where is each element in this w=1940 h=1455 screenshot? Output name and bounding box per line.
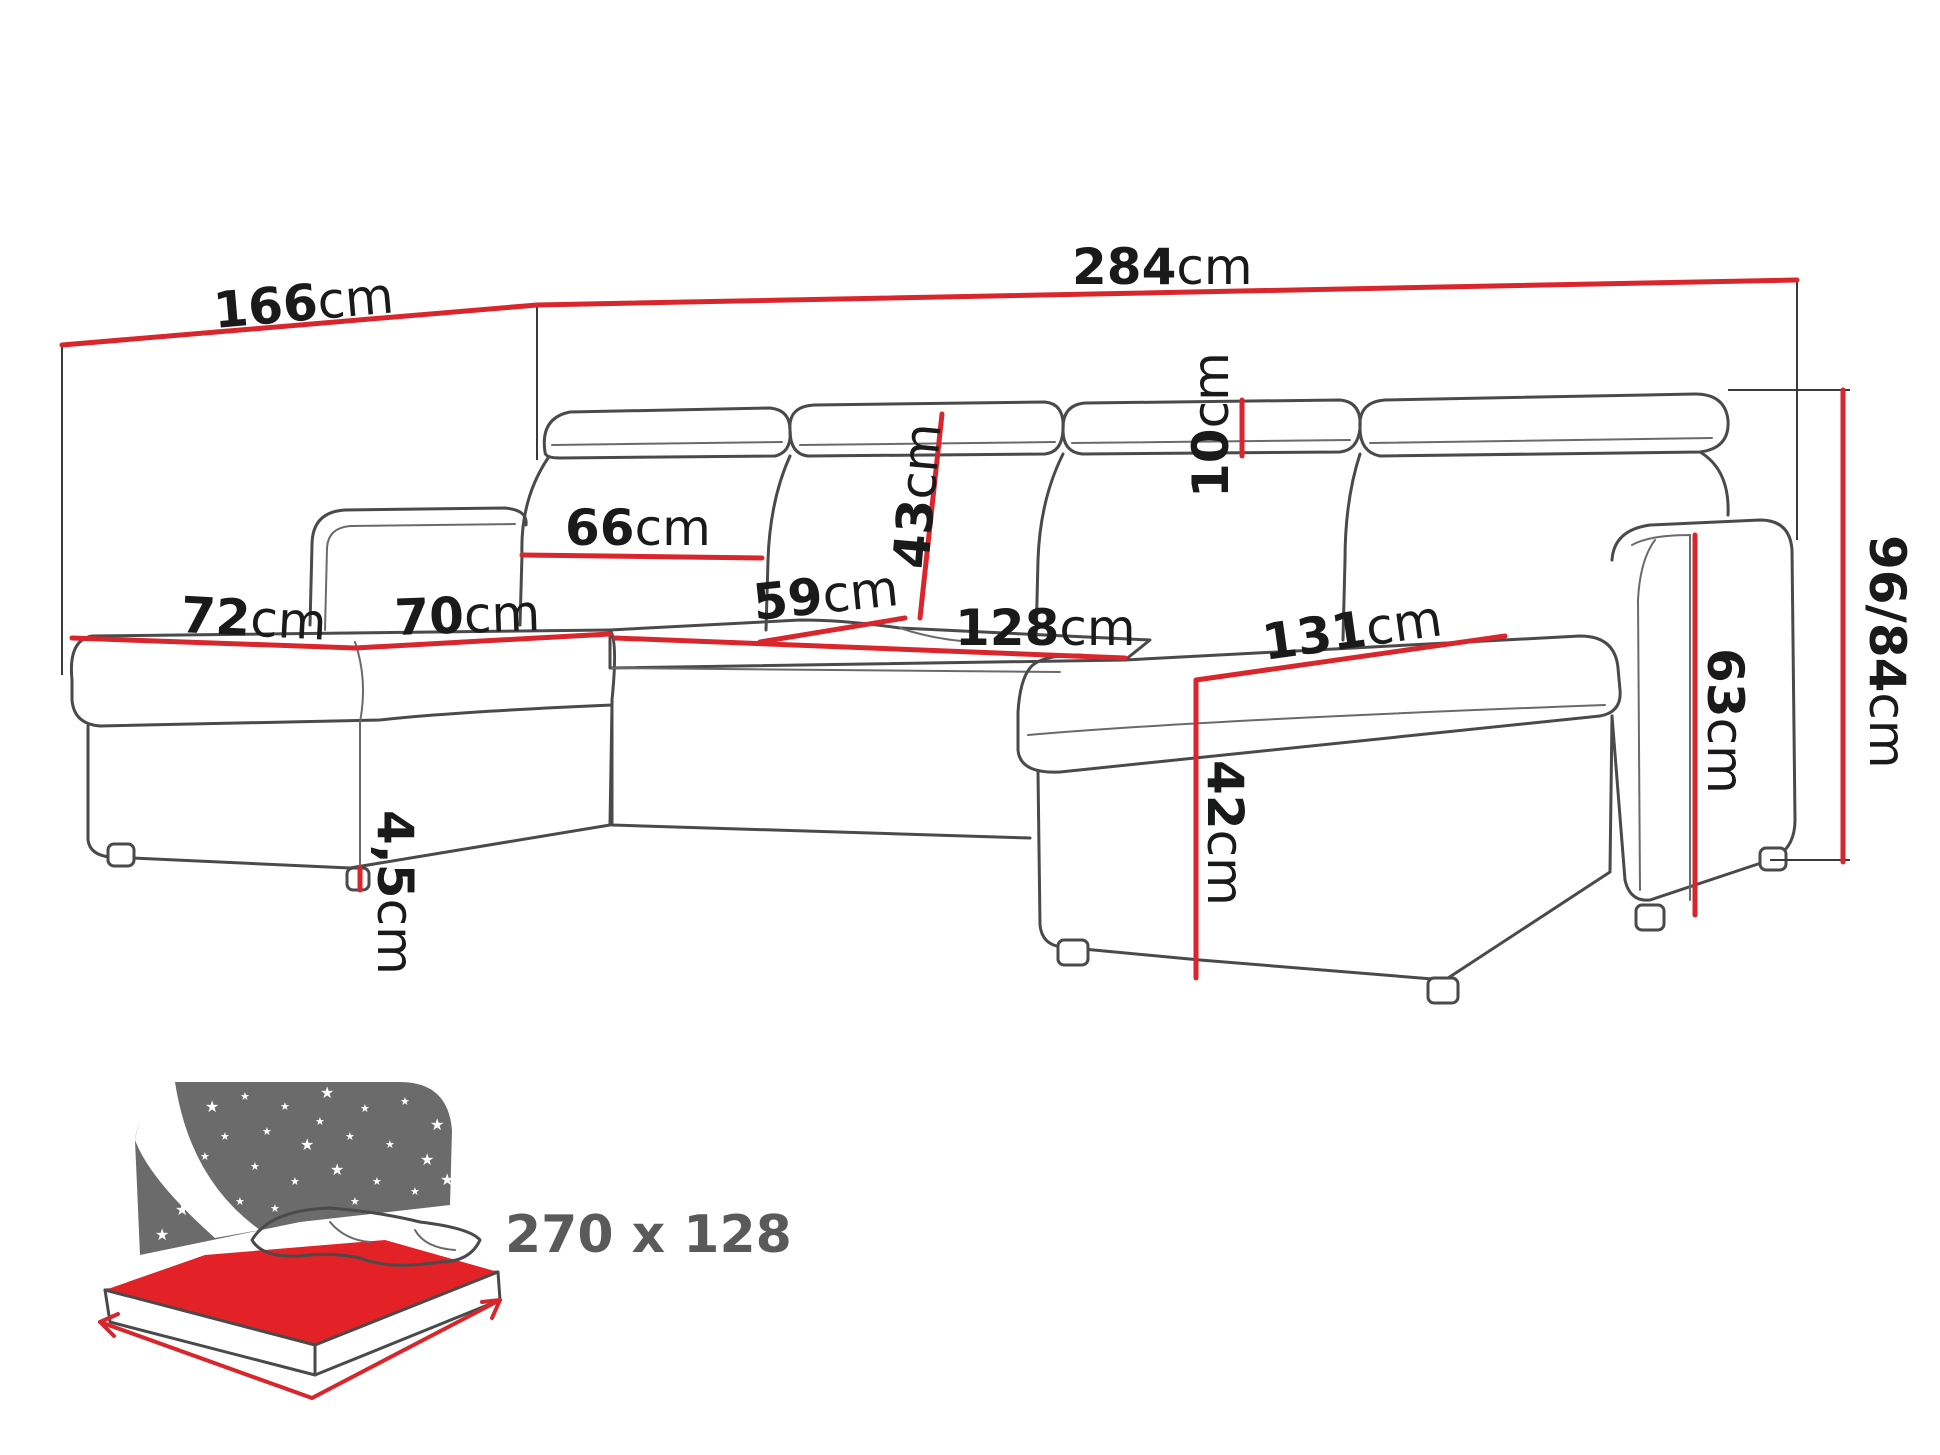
label-height: 96/84cm	[1858, 535, 1916, 769]
star-icon: ★	[240, 1090, 250, 1103]
arrow-heads	[98, 1298, 502, 1338]
star-icon: ★	[290, 1175, 300, 1188]
right-armrest	[1610, 518, 1797, 902]
star-icon: ★	[420, 1150, 434, 1169]
star-icon: ★	[160, 1160, 170, 1173]
label-headrest-height: 10cm	[1182, 352, 1240, 498]
star-icon: ★	[200, 1150, 210, 1163]
label-total-width: 284cm	[1072, 238, 1253, 296]
star-icon: ★	[220, 1130, 230, 1143]
leg	[1056, 938, 1090, 967]
star-icon: ★	[155, 1225, 169, 1244]
label-backrest-width: 66cm	[565, 499, 711, 557]
dim-line-backrest-width	[519, 552, 765, 561]
backrest	[518, 450, 1730, 642]
stars-icon: ★★★★★★★★★★★★★★★★★★★★★★★★★★★★	[155, 1083, 454, 1244]
star-icon: ★	[175, 1200, 189, 1219]
moon-icon	[135, 1082, 260, 1238]
dim-line-depth	[59, 302, 540, 348]
star-icon: ★	[315, 1115, 325, 1128]
middle-base	[610, 703, 1032, 840]
label-backrest-height: 43cm	[882, 421, 952, 571]
left-chaise-base	[86, 703, 614, 870]
headrest-4	[1358, 392, 1730, 458]
star-icon: ★	[195, 1175, 209, 1194]
star-icon: ★	[350, 1195, 360, 1208]
star-icon: ★	[262, 1125, 272, 1138]
star-icon: ★	[372, 1175, 382, 1188]
label-left-chaise-width: 72cm	[179, 586, 328, 652]
label-armrest-height: 63cm	[1696, 648, 1754, 794]
star-icon: ★	[410, 1185, 420, 1198]
star-icon: ★	[280, 1100, 290, 1113]
headrest-1	[542, 406, 792, 460]
star-icon: ★	[250, 1160, 260, 1173]
label-seat-height: 42cm	[1196, 760, 1254, 906]
dim-line-left-chaise	[69, 631, 613, 651]
star-icon: ★	[360, 1102, 370, 1115]
label-middle-seat-width: 128cm	[955, 599, 1136, 657]
dimension-labels: 284cm 166cm 96/84cm 63cm 42cm 4,5cm 10cm…	[179, 238, 1916, 975]
star-icon: ★	[270, 1202, 280, 1215]
dim-line-middle-seat-width	[612, 635, 1128, 661]
star-icon: ★	[300, 1135, 314, 1154]
leg	[1426, 976, 1460, 1005]
bed-length-arrow	[98, 1320, 314, 1400]
left-armrest	[308, 506, 528, 627]
label-right-chaise-width: 131cm	[1259, 589, 1446, 672]
label-depth: 166cm	[211, 266, 396, 340]
right-chaise-base	[1036, 714, 1614, 982]
left-chaise-seat	[69, 628, 617, 728]
dim-line-right-chaise-width	[1193, 633, 1508, 683]
star-icon: ★	[430, 1115, 444, 1134]
dim-line-seat-depth-middle	[757, 615, 908, 645]
star-icon: ★	[320, 1083, 334, 1102]
label-leg-height: 4,5cm	[366, 810, 424, 975]
star-icon: ★	[345, 1130, 355, 1143]
guide-lines	[61, 278, 1850, 861]
bed-width-arrow	[310, 1298, 502, 1400]
star-icon: ★	[235, 1195, 245, 1208]
star-icon: ★	[385, 1138, 395, 1151]
leg	[106, 842, 136, 868]
bed-function-icon: ★★★★★★★★★★★★★★★★★★★★★★★★★★★★ 270 x 128	[98, 1082, 792, 1400]
pillow-icon	[250, 1206, 482, 1267]
dim-line-backrest-height	[917, 411, 945, 621]
dimension-lines	[59, 277, 1846, 981]
star-icon: ★	[205, 1097, 219, 1116]
star-icon: ★	[330, 1160, 344, 1179]
label-seat-depth-middle: 59cm	[750, 559, 901, 632]
label-left-chaise-depth: 70cm	[393, 584, 541, 647]
dim-line-total-width	[534, 277, 1800, 308]
star-icon: ★	[440, 1170, 454, 1189]
star-icon: ★	[400, 1095, 410, 1108]
leg	[1634, 903, 1666, 932]
bed-size-label: 270 x 128	[505, 1205, 792, 1265]
